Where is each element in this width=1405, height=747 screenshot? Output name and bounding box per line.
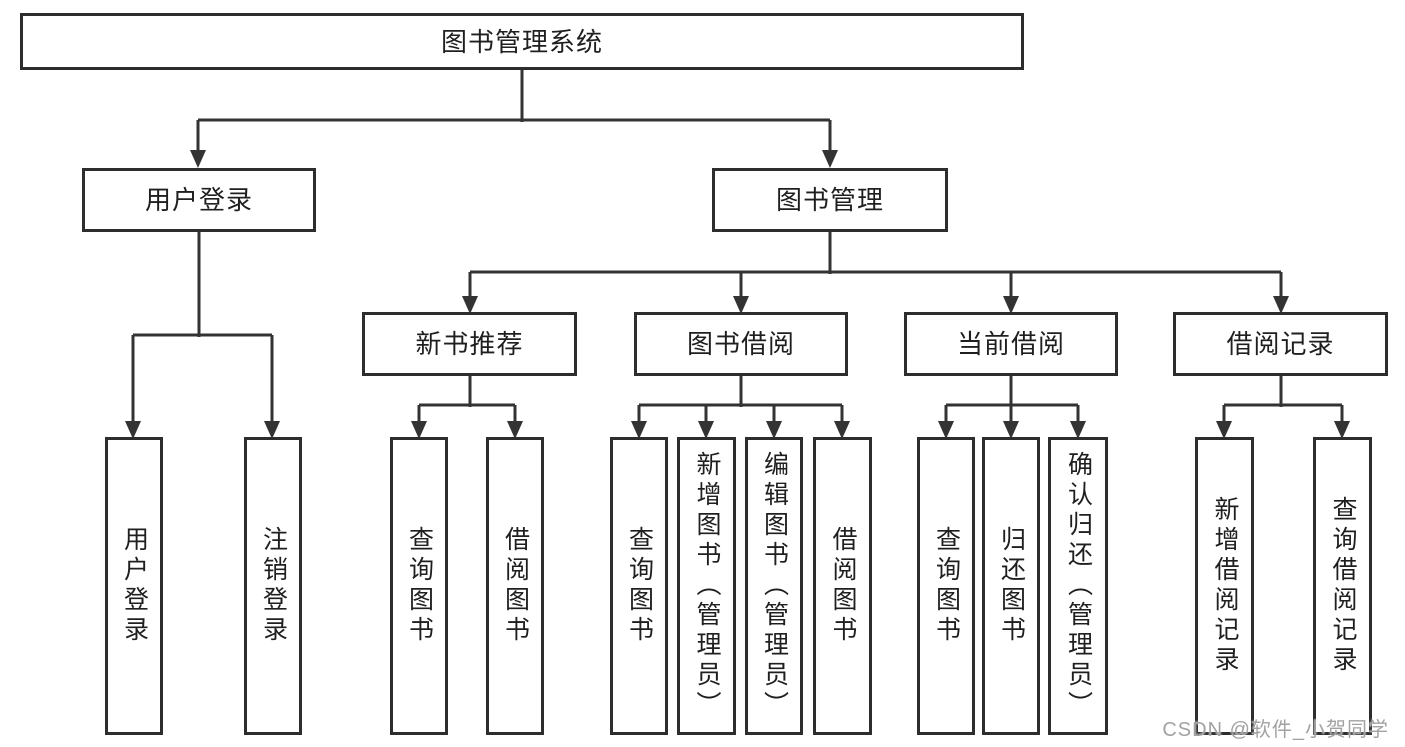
node-borrow-records: 借阅记录 <box>1173 312 1388 376</box>
node-book-borrow: 图书借阅 <box>634 312 848 376</box>
arrowhead-icon <box>938 421 954 439</box>
arrowhead-icon <box>698 421 714 439</box>
node-br-query-record: 查询借阅记录 <box>1313 437 1372 735</box>
node-leaf-logout: 注销登录 <box>244 437 302 735</box>
node-cb-confirm-return: 确认归还（管理员） <box>1048 437 1108 735</box>
csdn-watermark: CSDN @软件_小贺同学 <box>1162 719 1389 741</box>
arrowhead-icon <box>1334 421 1350 439</box>
node-root: 图书管理系统 <box>20 13 1024 70</box>
arrowhead-icon <box>1273 296 1289 314</box>
arrowhead-icon <box>125 421 141 439</box>
arrowheads <box>125 150 1350 439</box>
node-nbr-query-books: 查询图书 <box>390 437 448 735</box>
arrowhead-icon <box>766 421 782 439</box>
node-bb-edit-books: 编辑图书（管理员） <box>745 437 803 735</box>
node-book-management: 图书管理 <box>712 168 948 232</box>
arrowhead-icon <box>1003 421 1019 439</box>
node-bb-borrow-books: 借阅图书 <box>813 437 872 735</box>
arrowhead-icon <box>834 421 850 439</box>
node-cb-query-books: 查询图书 <box>917 437 975 735</box>
node-nbr-borrow-books: 借阅图书 <box>486 437 544 735</box>
arrowhead-icon <box>822 150 838 168</box>
arrowhead-icon <box>507 421 523 439</box>
arrowhead-icon <box>190 150 206 168</box>
node-bb-query-books: 查询图书 <box>610 437 668 735</box>
node-leaf-user-login: 用户登录 <box>105 437 163 735</box>
node-current-borrow: 当前借阅 <box>904 312 1118 376</box>
node-br-add-record: 新增借阅记录 <box>1195 437 1254 735</box>
arrowhead-icon <box>733 296 749 314</box>
node-user-login: 用户登录 <box>82 168 316 232</box>
arrowhead-icon <box>631 421 647 439</box>
arrowhead-icon <box>1070 421 1086 439</box>
connector-paths <box>131 70 1344 423</box>
node-cb-return-books: 归还图书 <box>982 437 1040 735</box>
node-new-book-recommend: 新书推荐 <box>362 312 577 376</box>
arrowhead-icon <box>1216 421 1232 439</box>
arrowhead-icon <box>1003 296 1019 314</box>
arrowhead-icon <box>264 421 280 439</box>
arrowhead-icon <box>411 421 427 439</box>
node-bb-add-books: 新增图书（管理员） <box>677 437 736 735</box>
arrowhead-icon <box>462 296 478 314</box>
